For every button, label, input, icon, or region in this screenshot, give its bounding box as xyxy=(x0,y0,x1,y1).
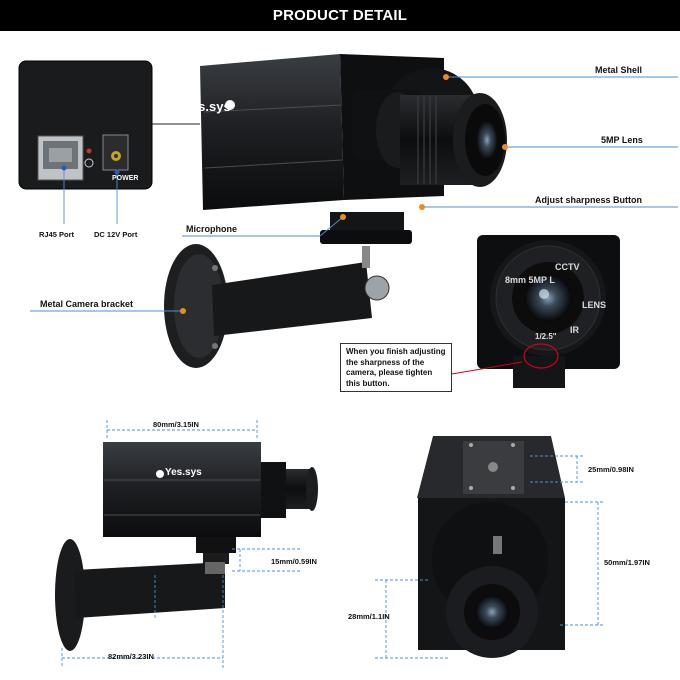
lens-engraving-aperture: 1/2.5" xyxy=(535,332,557,341)
dim-top-plate: 25mm/0.98IN xyxy=(588,465,634,474)
brand-logo-small: Yes.sys xyxy=(165,467,202,478)
label-rj45: RJ45 Port xyxy=(39,230,75,239)
power-label: POWER xyxy=(112,175,139,182)
lens-engraving-lens: LENS xyxy=(582,300,607,310)
label-microphone: Microphone xyxy=(186,224,237,234)
side-view-camera xyxy=(55,442,318,651)
page-title: PRODUCT DETAIL xyxy=(272,7,408,24)
brand-logo: Yes.sys xyxy=(183,99,231,114)
dim-body-length: 80mm/3.15IN xyxy=(153,420,199,429)
main-camera xyxy=(200,54,507,244)
logo-icon xyxy=(156,100,235,478)
back-panel xyxy=(18,60,153,190)
lens-engraving-ir: IR xyxy=(570,325,579,335)
dim-total-length: 82mm/3.23IN xyxy=(108,652,154,661)
header-banner xyxy=(0,0,680,31)
dim-mount-height: 15mm/0.59IN xyxy=(271,557,317,566)
tip-note: When you finish adjusting the sharpness … xyxy=(340,343,452,392)
label-metal-shell: Metal Shell xyxy=(595,65,643,75)
callout-lines xyxy=(30,76,678,312)
label-dc12v: DC 12V Port xyxy=(94,230,138,239)
camera-bracket xyxy=(164,244,390,368)
dim-body-height: 50mm/1.97IN xyxy=(604,558,650,567)
lens-closeup xyxy=(451,235,620,388)
dim-lens-offset: 28mm/1.1IN xyxy=(348,612,390,621)
label-metal-bracket: Metal Camera bracket xyxy=(40,299,134,309)
dimension-lines xyxy=(61,420,605,668)
callout-dots xyxy=(180,74,508,314)
port-dots xyxy=(61,165,120,175)
label-5mp-lens: 5MP Lens xyxy=(601,135,643,145)
label-sharpness-button: Adjust sharpness Button xyxy=(535,195,643,205)
lens-engraving-cctv: CCTV xyxy=(555,262,580,272)
front-view-camera xyxy=(417,436,565,658)
lens-engraving: 8mm 5MP L xyxy=(505,275,555,285)
